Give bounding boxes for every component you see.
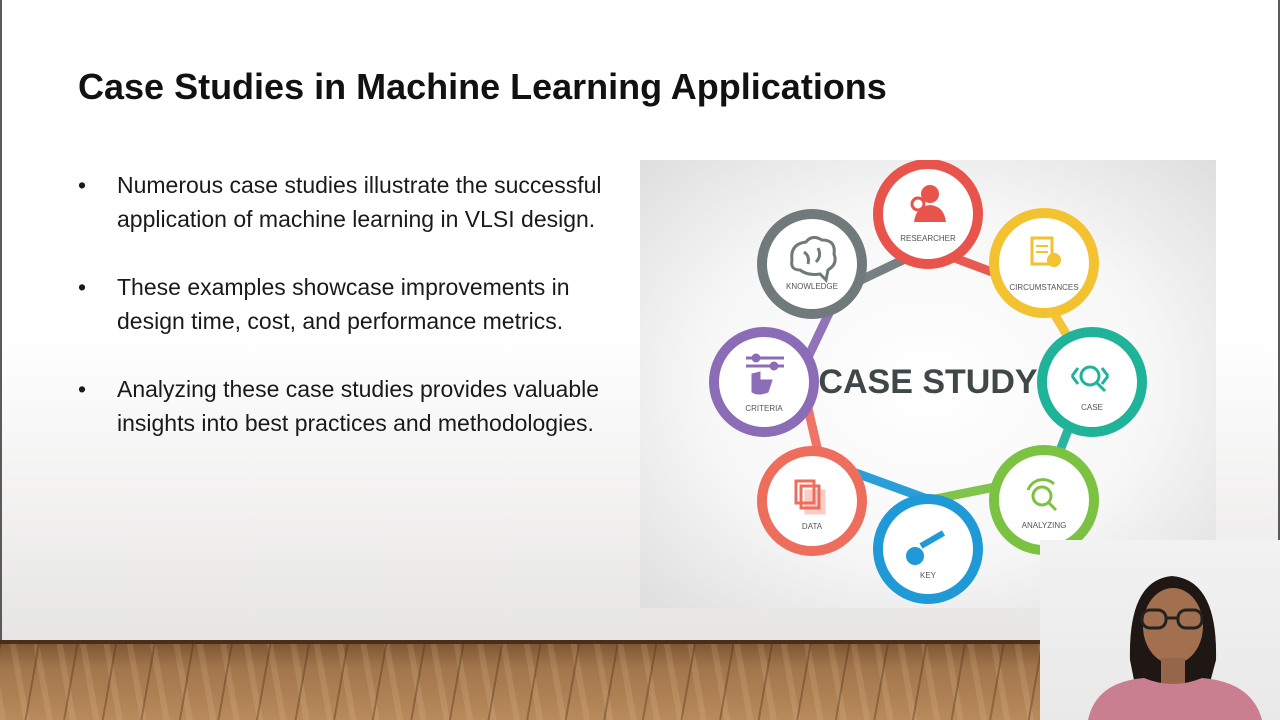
case-study-diagram: RESEARCHER CIRCUMSTANCES bbox=[640, 160, 1216, 608]
bullet-item-3: • Analyzing these case studies provides v… bbox=[78, 372, 638, 440]
node-knowledge: KNOWLEDGE bbox=[757, 209, 867, 319]
document-check-icon bbox=[1030, 236, 1061, 267]
presenter-avatar bbox=[1088, 576, 1262, 720]
node-data: DATA bbox=[757, 446, 867, 556]
bullet-text-3: Analyzing these case studies provides va… bbox=[117, 376, 600, 436]
node-data-ring bbox=[757, 446, 867, 556]
bullet-item-1: • Numerous case studies illustrate the su… bbox=[78, 168, 638, 236]
node-criteria: CRITERIA bbox=[709, 327, 819, 437]
researcher-icon bbox=[910, 185, 946, 222]
node-circumstances: CIRCUMSTANCES bbox=[989, 208, 1099, 318]
node-case-ring bbox=[1037, 327, 1147, 437]
bullet-dot: • bbox=[78, 274, 87, 300]
magnifier-icon bbox=[1070, 365, 1110, 393]
slide-right-edge bbox=[1278, 0, 1280, 720]
node-knowledge-label: KNOWLEDGE bbox=[786, 282, 838, 291]
presenter-webcam bbox=[1040, 540, 1280, 720]
node-data-label: DATA bbox=[802, 522, 823, 531]
bullet-text-1: Numerous case studies illustrate the suc… bbox=[117, 172, 602, 232]
node-key-label: KEY bbox=[920, 571, 937, 580]
node-analyzing-ring bbox=[989, 445, 1099, 555]
brain-icon bbox=[790, 235, 837, 284]
sliders-hand-icon bbox=[746, 353, 784, 395]
node-case-label: CASE bbox=[1081, 403, 1103, 412]
node-key: KEY bbox=[873, 494, 983, 604]
node-analyzing-label: ANALYZING bbox=[1022, 521, 1067, 530]
presenter-shirt bbox=[1088, 678, 1262, 720]
node-knowledge-ring bbox=[757, 209, 867, 319]
node-analyzing: ANALYZING bbox=[989, 445, 1099, 555]
node-circumstances-label: CIRCUMSTANCES bbox=[1009, 283, 1078, 292]
stacked-documents-icon bbox=[794, 479, 826, 515]
presenter-neck bbox=[1161, 658, 1185, 684]
presenter-face bbox=[1143, 588, 1203, 664]
case-study-diagram-svg: RESEARCHER CIRCUMSTANCES bbox=[709, 160, 1147, 604]
bullet-text-2: These examples showcase improvements in … bbox=[117, 274, 570, 334]
bullet-dot: • bbox=[78, 376, 87, 402]
bullet-list: • Numerous case studies illustrate the su… bbox=[78, 168, 638, 474]
node-criteria-label: CRITERIA bbox=[745, 404, 783, 413]
analyzing-magnifier-icon bbox=[1026, 478, 1058, 512]
key-icon bbox=[906, 530, 946, 565]
diagram-center-label: CASE STUDY bbox=[818, 363, 1037, 401]
node-researcher-label: RESEARCHER bbox=[900, 234, 956, 243]
bullet-item-2: • These examples showcase improvements in… bbox=[78, 270, 638, 338]
slide-left-edge bbox=[0, 0, 2, 720]
slide-title: Case Studies in Machine Learning Applica… bbox=[78, 66, 887, 107]
floor-baseboard bbox=[0, 640, 1280, 644]
node-case: CASE bbox=[1037, 327, 1147, 437]
bullet-dot: • bbox=[78, 172, 87, 198]
node-researcher: RESEARCHER bbox=[873, 160, 983, 269]
node-key-ring bbox=[873, 494, 983, 604]
